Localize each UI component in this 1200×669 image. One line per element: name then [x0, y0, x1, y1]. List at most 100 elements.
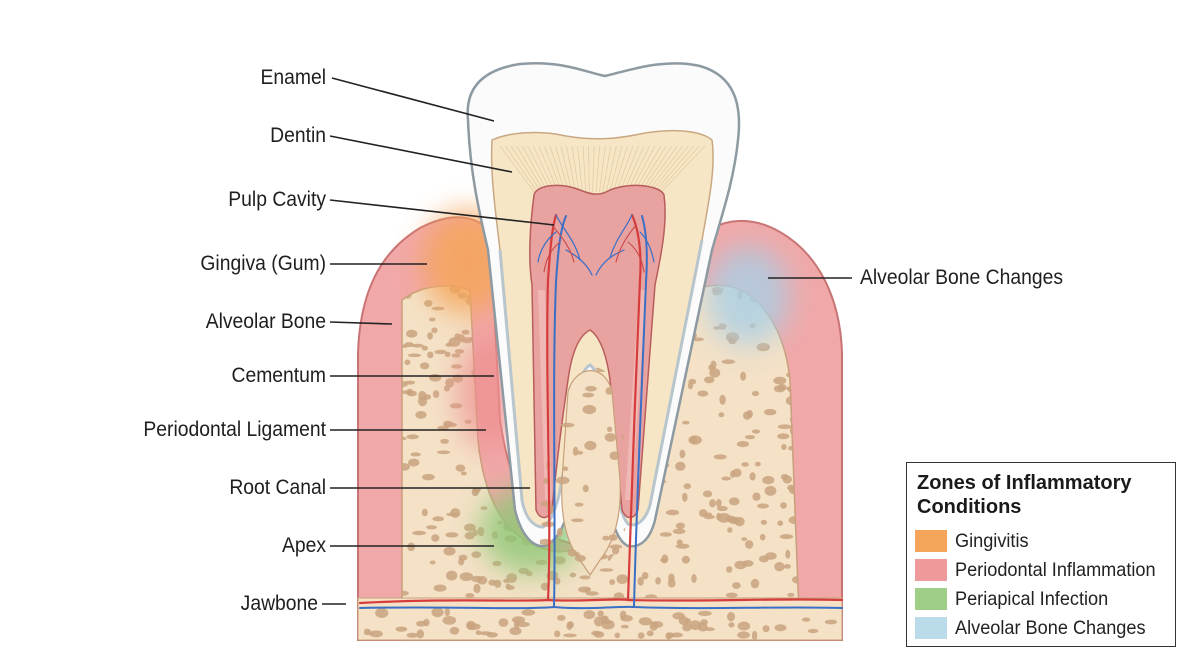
label-enamel: Enamel [260, 66, 326, 89]
bone-pore [363, 631, 374, 636]
bone-pore [781, 444, 787, 450]
bone-pore [665, 509, 680, 516]
bone-pore [464, 523, 476, 532]
bone-pore [432, 516, 445, 522]
leader-lines [322, 77, 852, 605]
blood-vessels [358, 213, 844, 610]
bone-pore [716, 505, 728, 512]
bone-pore [579, 575, 591, 580]
bone-pore [471, 551, 482, 558]
bone-pore [637, 576, 644, 586]
label-jawbone: Jawbone [240, 592, 318, 615]
dentin-tubule [543, 145, 563, 193]
dentin-tubule [657, 145, 700, 193]
bone-pore [758, 555, 769, 563]
bone-pore [556, 527, 563, 538]
cementum [498, 239, 704, 529]
bone-pore [675, 522, 686, 530]
bone-pore [763, 408, 777, 416]
pulp-capillaries [537, 214, 655, 276]
bone-pore [702, 490, 713, 498]
bone-pore [472, 529, 478, 537]
bone-pore [433, 584, 447, 592]
bone-pore [431, 534, 440, 542]
label-gingiva: Gingiva (Gum) [200, 252, 326, 275]
bone-pore [727, 612, 735, 622]
bone-pore [780, 502, 787, 509]
bone-pore [773, 385, 786, 393]
dentin-tubule [549, 145, 566, 193]
bone-pore [458, 558, 465, 566]
bone-pore [727, 527, 733, 533]
bone-pore [538, 538, 553, 546]
bone-pore [601, 619, 615, 630]
bone-pore [443, 420, 453, 427]
bone-pore [419, 362, 430, 370]
leader-dentin [329, 135, 513, 173]
bone-pore [407, 353, 422, 358]
bone-pore [667, 578, 676, 588]
bone-pore [700, 619, 708, 626]
bone-pore [472, 487, 480, 494]
bone-pore [785, 549, 791, 559]
bone-pore [572, 446, 579, 456]
bone-pore [557, 614, 566, 621]
bone-pore [427, 332, 433, 340]
bone-pore [582, 404, 597, 415]
bone-pore [448, 337, 461, 347]
bone-pore [672, 528, 686, 535]
bone-pore [750, 578, 760, 589]
bone-pore [732, 582, 741, 589]
bone-pore [609, 579, 616, 585]
bone-pore [467, 622, 474, 630]
bone-pore [412, 530, 427, 536]
bone-pore [418, 390, 427, 401]
bone-pore [697, 390, 709, 397]
bone-pore [437, 425, 449, 430]
bone-pore [691, 574, 697, 583]
legend-item-periapical-infection: Periapical Infection [915, 587, 1173, 611]
bone-pore [609, 544, 623, 549]
bone-pore [713, 454, 727, 460]
bone-pore [760, 519, 768, 525]
bone-pore [480, 506, 488, 511]
bone-pore [719, 394, 726, 405]
bone-pore [609, 451, 620, 461]
dentin-tubule [595, 145, 601, 193]
dentin-tubule [521, 145, 549, 193]
bone-pore [445, 532, 459, 538]
bone-pore [434, 349, 447, 355]
bone-pore [454, 349, 465, 354]
bone-pore [423, 618, 430, 627]
label-dentin: Dentin [270, 124, 326, 147]
bone-pore [576, 450, 584, 455]
vein [359, 215, 843, 610]
bone-pore [486, 632, 499, 638]
bone-pore [684, 618, 692, 624]
bone-pore [554, 630, 561, 638]
legend-item-periodontal-inflammation: Periodontal Inflammation [915, 558, 1173, 582]
bone-pore [698, 509, 708, 518]
bone-pore [574, 502, 584, 507]
bone-pore [431, 327, 438, 334]
bone-pore [728, 622, 735, 628]
bone-pore [660, 558, 668, 563]
bone-pore [574, 552, 580, 557]
dentin-tubules [499, 145, 706, 193]
legend-label: Periapical Infection [955, 588, 1109, 610]
bone-pore [655, 577, 661, 585]
legend-swatch [915, 530, 947, 552]
bone-pore [408, 458, 420, 467]
leader-pulp-cavity [329, 199, 555, 226]
bone-pore [582, 392, 595, 398]
dentin-tubule [599, 145, 606, 193]
bone-pore [604, 433, 617, 442]
dentin-tubule [650, 145, 689, 193]
bone-pore [599, 568, 614, 572]
bone-pore [616, 574, 629, 584]
bone-pore [503, 578, 510, 584]
bone-pore [721, 476, 732, 481]
bone-pore [402, 590, 409, 596]
bone-pore [471, 575, 483, 583]
